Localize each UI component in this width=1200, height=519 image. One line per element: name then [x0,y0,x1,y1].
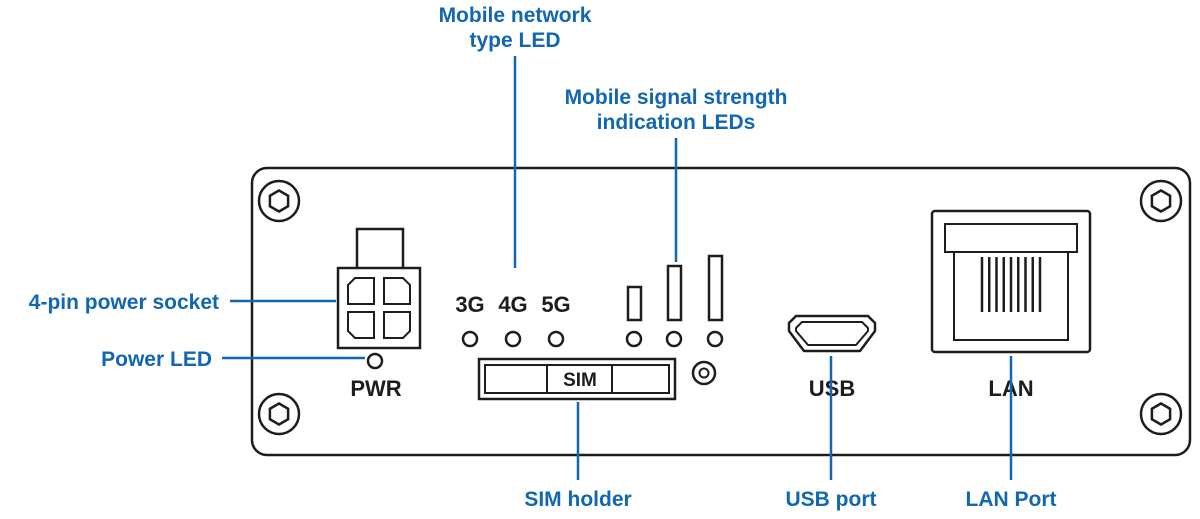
lan-inner [953,251,1069,341]
callout-mobile-network-line2: type LED [469,29,560,52]
corner-screw-top-left [257,179,301,223]
signal-bar-3 [707,254,724,322]
usb-outline [787,314,877,353]
power-pin-top-left [347,277,375,305]
screw-hex [268,402,290,426]
screw-ring [257,179,301,223]
signal-bar-1 [626,285,643,322]
callout-lan-port: LAN Port [966,488,1057,511]
usb-inner-outline [795,321,869,346]
corner-screw-top-right [1139,179,1183,223]
power-led [366,352,384,370]
lan-port [930,209,1092,354]
power-socket-body [336,266,422,350]
power-pin-top-right [383,277,411,305]
corner-screw-bottom-right [1139,392,1183,436]
power-socket [336,227,422,350]
callout-usb-port: USB port [786,488,877,511]
reset-button [691,360,717,386]
screw-hex [1150,402,1172,426]
signal-bar-2 [666,264,683,322]
callout-mobile-signal-line1: Mobile signal strength [565,86,788,109]
callout-power-socket: 4-pin power socket [29,291,219,314]
signal-strength-leds [625,254,724,348]
5g-label: 5G [541,292,570,317]
signal-led-3 [706,330,724,348]
signal-led-2 [665,330,683,348]
reset-inner-dot [698,367,710,379]
callout-mobile-signal-line2: indication LEDs [597,111,756,134]
4g-label: 4G [498,292,527,317]
reset-outer-ring [691,360,717,386]
4g-led [504,330,522,348]
sim-holder-inner [484,364,670,394]
callout-power-led: Power LED [101,348,212,371]
5g-led [547,330,565,348]
callout-mobile-network-line1: Mobile network [439,4,592,27]
screw-ring [1139,392,1183,436]
screw-hex [1150,189,1172,213]
power-pin-bottom-right [383,311,411,339]
lan-pins [980,257,1042,312]
screw-hex [268,189,290,213]
3g-label: 3G [455,292,484,317]
pwr-label: PWR [350,376,401,401]
signal-led-1 [625,330,643,348]
sim-label: SIM [563,370,597,391]
power-pin-bottom-left [347,311,375,339]
power-socket-tab [355,227,405,272]
corner-screw-bottom-left [257,392,301,436]
3g-led [461,330,479,348]
screw-ring [1139,179,1183,223]
sim-holder: SIM [477,357,677,401]
screw-ring [257,392,301,436]
callout-sim-holder: SIM holder [524,488,631,511]
usb-connector [787,314,877,353]
